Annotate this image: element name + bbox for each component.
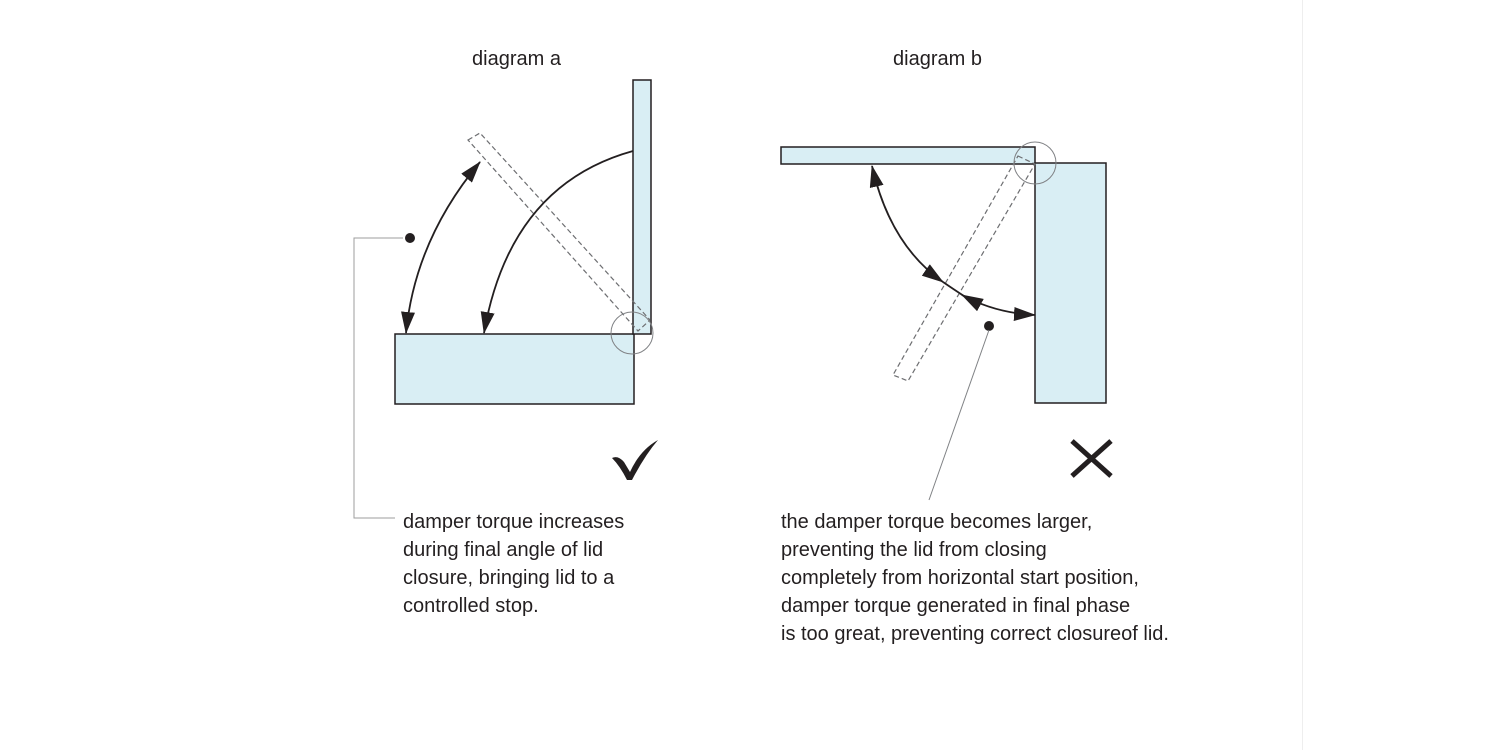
diagram-a <box>353 79 658 519</box>
page-edge-divider <box>1302 0 1303 750</box>
diagram-a-title: diagram a <box>472 48 561 70</box>
hinge-circle <box>610 311 654 355</box>
callout-leader-line <box>928 329 990 501</box>
swing-arc-part3 <box>961 294 1036 321</box>
diagram-b <box>780 141 1113 501</box>
body-box <box>1034 162 1107 404</box>
callout-dot <box>405 233 415 243</box>
callout-leader-line <box>353 237 403 519</box>
hinge-circle <box>1013 141 1057 185</box>
checkmark-icon <box>612 440 658 480</box>
cross-icon <box>1070 439 1113 478</box>
caption-line: damper torque increases <box>403 511 625 533</box>
base-box <box>394 333 635 405</box>
caption-line: preventing the lid from closing <box>781 539 1047 561</box>
caption-line: during final angle of lid <box>403 539 604 561</box>
diagram-b-title: diagram b <box>893 48 982 70</box>
diagram-b-caption: the damper torque becomes larger, preven… <box>781 508 1169 648</box>
lid-intermediate-dashed <box>467 132 651 332</box>
lid-horizontal <box>780 146 1036 165</box>
caption-line: is too great, preventing correct closure… <box>781 623 1169 645</box>
caption-line: damper torque generated in final phase <box>781 595 1131 617</box>
caption-line: completely from horizontal start positio… <box>781 567 1139 589</box>
swing-arc-double-arrow <box>401 161 481 334</box>
swing-arc-part1 <box>869 165 944 283</box>
caption-line: controlled stop. <box>403 595 539 617</box>
lid-open-vertical <box>632 79 652 335</box>
caption-line: the damper torque becomes larger, <box>781 511 1093 533</box>
caption-line: closure, bringing lid to a <box>403 567 615 589</box>
callout-dot <box>984 321 994 331</box>
lid-intermediate-dashed <box>892 155 1036 382</box>
closing-arc-arrow <box>480 150 634 334</box>
diagram-a-caption: damper torque increases during final ang… <box>403 508 624 620</box>
